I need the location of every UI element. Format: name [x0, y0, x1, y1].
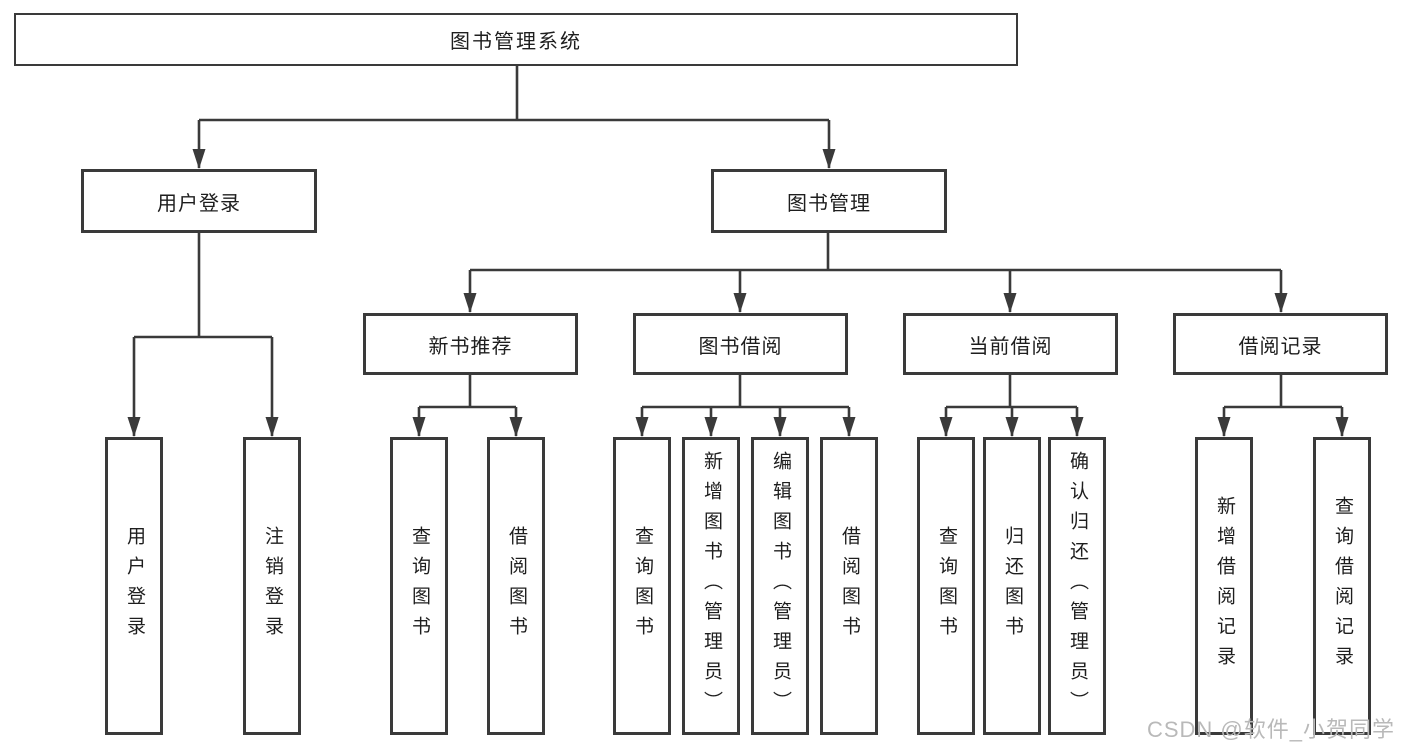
leaf-current-query: 查询图书	[917, 437, 975, 735]
csdn-watermark: CSDN @软件_小贺同学	[1146, 717, 1395, 742]
leaf-logout: 注销登录	[243, 437, 301, 735]
leaf-newbook-query: 查询图书	[390, 437, 448, 735]
node-new-book-recommend: 新书推荐	[363, 313, 578, 375]
node-book-management-branch: 图书管理	[711, 169, 947, 233]
node-root-system: 图书管理系统	[14, 13, 1018, 66]
leaf-borrowbook-add-admin: 新增图书（管理员）	[682, 437, 740, 735]
node-book-borrow: 图书借阅	[633, 313, 848, 375]
leaf-record-add: 新增借阅记录	[1195, 437, 1253, 735]
node-user-login-branch: 用户登录	[81, 169, 317, 233]
leaf-current-return: 归还图书	[983, 437, 1041, 735]
node-current-borrow: 当前借阅	[903, 313, 1118, 375]
leaf-current-confirm-admin: 确认归还（管理员）	[1048, 437, 1106, 735]
leaf-newbook-borrow: 借阅图书	[487, 437, 545, 735]
leaf-borrowbook-edit-admin: 编辑图书（管理员）	[751, 437, 809, 735]
leaf-record-query: 查询借阅记录	[1313, 437, 1371, 735]
leaf-borrowbook-borrow: 借阅图书	[820, 437, 878, 735]
leaf-user-login: 用户登录	[105, 437, 163, 735]
leaf-borrowbook-query: 查询图书	[613, 437, 671, 735]
node-borrow-record: 借阅记录	[1173, 313, 1388, 375]
